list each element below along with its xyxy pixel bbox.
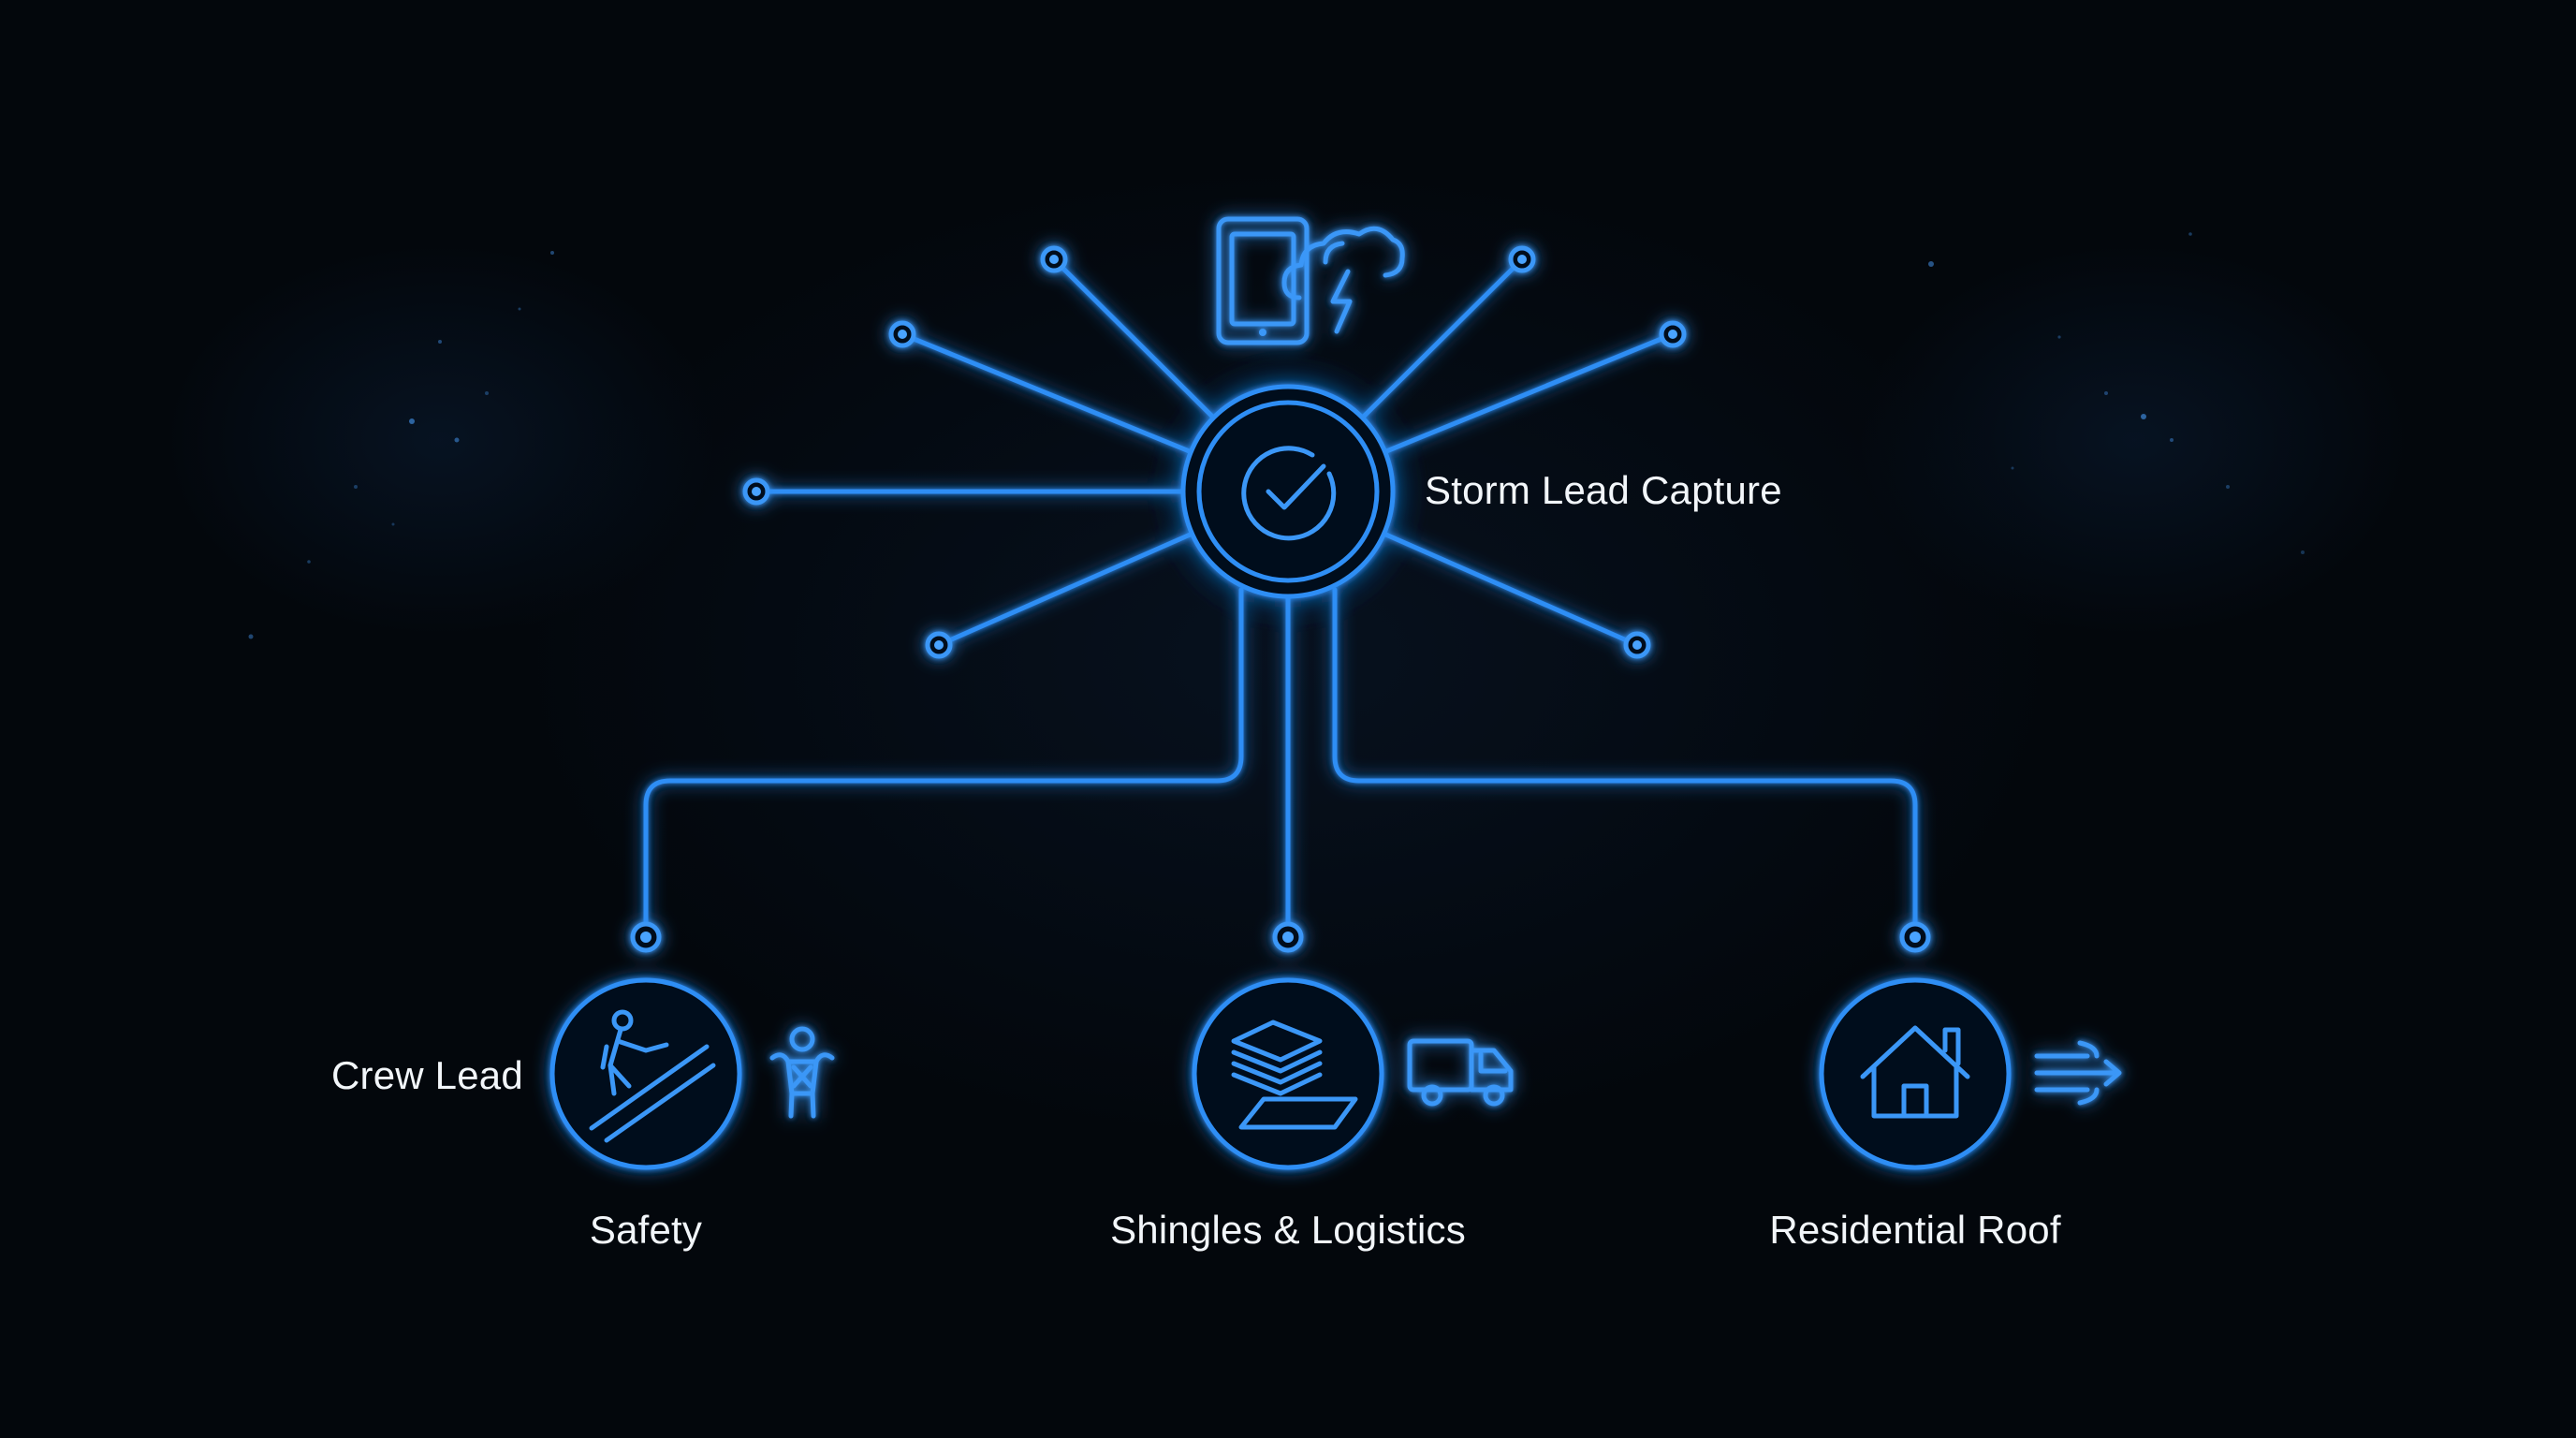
safety-harness-icon: [769, 1026, 835, 1119]
spoke-endpoint-dot: [925, 631, 953, 659]
connector-safety: [643, 587, 1244, 939]
spoke-endpoint-dot: [1508, 245, 1536, 273]
branch-dot-safety: [630, 921, 662, 953]
hub-label: Storm Lead Capture: [1425, 468, 1782, 512]
tablet-icon: [1216, 216, 1310, 345]
delivery-truck-icon: [1407, 1038, 1514, 1107]
residential-label: Residential Roof: [1769, 1208, 2061, 1252]
safety-label: Safety: [589, 1208, 703, 1252]
safety-node: [549, 977, 742, 1170]
branch-dot-residential: [1899, 921, 1931, 953]
branch-connectors: [643, 587, 1918, 939]
wind-icon: [2034, 1040, 2122, 1106]
shingle-stack-icon: [1231, 1020, 1358, 1130]
branch-dot-shingles: [1272, 921, 1304, 953]
worker-on-roof-icon: [589, 1009, 716, 1143]
house-icon: [1860, 1025, 1970, 1119]
branch-endpoints: [630, 921, 1931, 953]
safety-side-label: Crew Lead: [331, 1053, 523, 1097]
starfield-left: [248, 251, 554, 639]
connector-residential: [1332, 587, 1918, 939]
shingles-label: Shingles & Logistics: [1110, 1208, 1466, 1252]
check-circle-icon: [1241, 446, 1337, 541]
spoke-endpoint-dot: [742, 477, 770, 506]
hub-node: [1180, 384, 1396, 599]
starfield-right: [1928, 232, 2305, 554]
spoke-endpoint-dot: [1040, 245, 1068, 273]
spoke-endpoint-dot: [1623, 631, 1651, 659]
spoke-endpoint-dot: [888, 320, 916, 348]
shingles-node: [1192, 977, 1384, 1170]
residential-node: [1819, 977, 2012, 1170]
spoke-endpoint-dot: [1659, 320, 1687, 348]
spoke-endpoints: [742, 245, 1687, 659]
storm-cloud-lightning-icon: [1281, 226, 1405, 334]
